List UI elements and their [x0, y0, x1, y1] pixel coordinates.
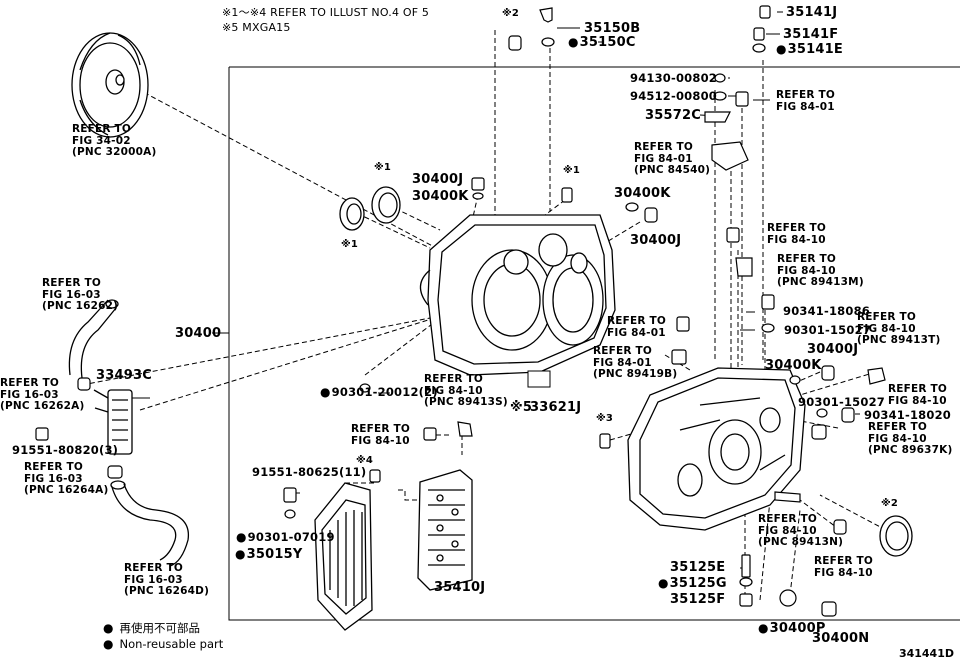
ref-pnc-89413N[interactable]: REFER TO FIG 84-10 (PNC 89413N) [758, 513, 844, 548]
ref-torque-converter[interactable]: REFER TO FIG 34-02 (PNC 32000A) [72, 123, 157, 158]
part-90301-15027-a[interactable]: 90301-15027 [784, 323, 871, 337]
part-35150C[interactable]: 35150C [568, 36, 636, 49]
part-91551-80625[interactable]: 91551-80625(11) [252, 465, 367, 479]
part-90301-07019[interactable]: 90301-07019 [236, 531, 335, 543]
header-note-illust: ※1～※4 REFER TO ILLUST NO.4 OF 5 [222, 6, 430, 19]
ref-pnc-16264A[interactable]: REFER TO FIG 16-03 (PNC 16264A) [24, 461, 109, 496]
part-30400K-a[interactable]: 30400K [412, 189, 469, 204]
ref-pnc-89637K[interactable]: REFER TO FIG 84-10 (PNC 89637K) [868, 421, 953, 456]
part-35141F[interactable]: 35141F [783, 27, 839, 42]
marker-3: ※3 [596, 413, 614, 424]
legend-en-label: Non-reusable part [119, 637, 224, 651]
part-90301-20012[interactable]: 90301-20012(2) [320, 386, 438, 398]
oil-seal-right [371, 186, 401, 224]
ref-pnc-16262[interactable]: REFER TO FIG 16-03 (PNC 16262) [42, 277, 119, 312]
ref-pnc-16264D[interactable]: REFER TO FIG 16-03 (PNC 16264D) [124, 562, 210, 597]
oil-pan [314, 482, 373, 631]
oil-seal-left [339, 197, 365, 231]
part-30400J-c[interactable]: 30400J [807, 342, 859, 357]
part-30400K-c[interactable]: 30400K [765, 358, 822, 373]
part-33621J[interactable]: 33621J [530, 400, 582, 415]
part-30400P[interactable]: 30400P [758, 622, 826, 635]
part-30400N[interactable]: 30400N [812, 631, 870, 646]
assembly-frame [228, 66, 960, 621]
part-30400J-a[interactable]: 30400J [412, 172, 464, 187]
part-35141J[interactable]: 35141J [786, 5, 838, 20]
header-note-model: ※5 MXGA15 [222, 21, 291, 34]
transaxle-case [627, 367, 806, 531]
part-35125E[interactable]: 35125E [670, 560, 726, 575]
oil-seal-rear [879, 515, 913, 557]
part-90341-18086[interactable]: 90341-18086 [783, 304, 870, 318]
part-94130-00802[interactable]: 94130-00802 [630, 71, 717, 85]
part-91551-80820[interactable]: 91551-80820(3) [12, 443, 119, 457]
valve-body [417, 469, 473, 591]
part-35572C[interactable]: 35572C [645, 108, 701, 123]
ref-pnc-89413M[interactable]: REFER TO FIG 84-10 (PNC 89413M) [777, 253, 864, 288]
legend-bullet-icon: ● [103, 621, 114, 635]
part-35015Y[interactable]: 35015Y [235, 548, 303, 561]
marker-5: ※5 [510, 400, 533, 415]
marker-1-seal: ※1 [374, 162, 392, 173]
ref-fig-84-10-c[interactable]: REFER TO FIG 84-10 [351, 423, 411, 447]
part-90341-18020[interactable]: 90341-18020 [864, 408, 951, 422]
oil-cooler [93, 389, 133, 455]
marker-4: ※4 [356, 455, 374, 466]
part-35125G[interactable]: 35125G [658, 577, 727, 590]
marker-2-seal: ※2 [881, 498, 899, 509]
hose-upper [68, 299, 119, 379]
ref-fig-84-01-top[interactable]: REFER TO FIG 84-01 [776, 89, 836, 113]
marker-1-seal-left: ※1 [341, 239, 359, 250]
part-35125F[interactable]: 35125F [670, 592, 726, 607]
ref-fig-84-01-mid[interactable]: REFER TO FIG 84-01 [607, 315, 667, 339]
part-30400J-b[interactable]: 30400J [630, 233, 682, 248]
marker-1-bolt: ※1 [563, 165, 581, 176]
part-33493C[interactable]: 33493C [96, 368, 152, 383]
ref-pnc-84540[interactable]: REFER TO FIG 84-01 (PNC 84540) [634, 141, 711, 176]
part-35410J[interactable]: 35410J [434, 580, 486, 595]
part-35141E[interactable]: 35141E [776, 43, 843, 56]
ref-pnc-16262A[interactable]: REFER TO FIG 16-03 (PNC 16262A) [0, 377, 85, 412]
part-30400K-b[interactable]: 30400K [614, 186, 671, 201]
marker-2-top: ※2 [502, 8, 520, 19]
legend-bullet-icon: ● [103, 637, 114, 651]
ref-pnc-89413S[interactable]: REFER TO FIG 84-10 (PNC 89413S) [424, 373, 508, 408]
transaxle-housing [419, 214, 616, 376]
hose-lower [110, 480, 190, 567]
part-90301-15027-b[interactable]: 90301-15027 [798, 395, 885, 409]
ref-pnc-89419B[interactable]: REFER TO FIG 84-01 (PNC 89419B) [593, 345, 678, 380]
legend-jp-label: 再使用不可部品 [119, 621, 200, 635]
ref-fig-84-10-d[interactable]: REFER TO FIG 84-10 [814, 555, 874, 579]
gasket-plate [527, 370, 551, 388]
part-30400[interactable]: 30400 [175, 326, 222, 341]
legend-non-reusable-en: ● Non-reusable part [103, 637, 223, 651]
ref-fig-84-10-a[interactable]: REFER TO FIG 84-10 [767, 222, 827, 246]
diagram-id: 341441D [898, 647, 954, 660]
ref-pnc-89413T[interactable]: REFER TO FIG 84-10 (PNC 89413T) [857, 311, 941, 346]
torque-converter [71, 32, 149, 138]
part-94512-00800[interactable]: 94512-00800 [630, 89, 717, 103]
ref-fig-84-10-b[interactable]: REFER TO FIG 84-10 [888, 383, 948, 407]
part-35150B[interactable]: 35150B [584, 21, 641, 36]
legend-non-reusable-jp: ● 再使用不可部品 [103, 620, 200, 636]
